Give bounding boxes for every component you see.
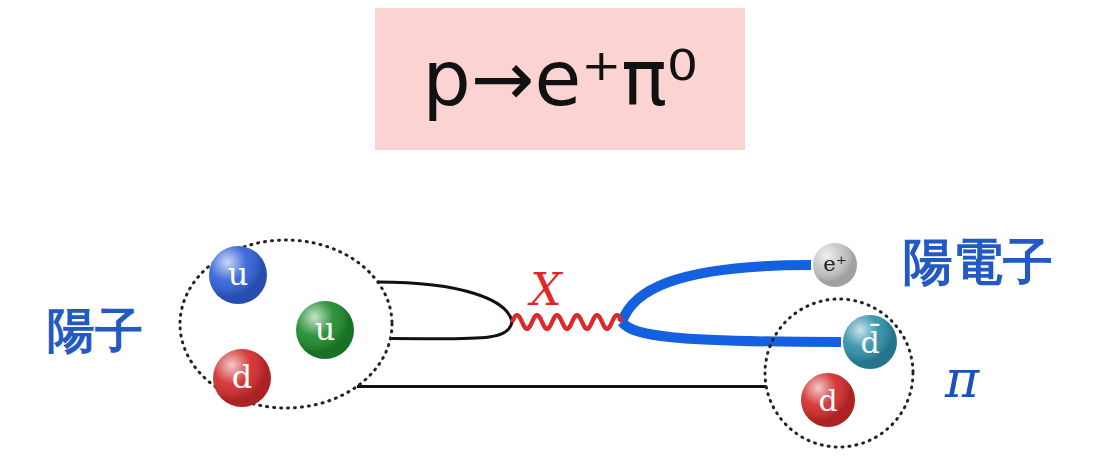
quark-letter: u	[315, 312, 336, 347]
ball-fill	[296, 301, 354, 359]
particle-line	[357, 386, 766, 387]
positron-label: 陽電子	[903, 235, 1053, 290]
ball-fill	[213, 349, 271, 407]
ball-highlight	[209, 246, 267, 304]
dotted-outline	[765, 299, 913, 447]
proton-label: 陽子	[47, 304, 143, 357]
quark-letter: d	[818, 384, 837, 417]
boson-wave	[512, 315, 622, 329]
up-quark: u	[295, 300, 355, 360]
decay-line	[622, 322, 841, 342]
proton-circle: 陽子uud	[178, 238, 394, 410]
dotted-outline	[180, 240, 392, 408]
positron-ball: e⁺陽電子	[812, 242, 858, 288]
quark-line	[378, 282, 512, 322]
particle-line	[378, 265, 811, 329]
quark-letter: d̄	[860, 326, 879, 359]
ball-highlight	[213, 349, 271, 407]
up-quark: u	[208, 245, 268, 305]
ball-highlight	[801, 373, 855, 427]
down-quark: d	[800, 372, 856, 428]
boson-label: X	[530, 266, 561, 314]
label-holder: X	[0, 0, 31, 48]
quark-letter: u	[228, 257, 249, 292]
ball-highlight	[843, 315, 897, 369]
quark-line	[357, 385, 766, 388]
positron-symbol: e⁺	[823, 253, 847, 276]
title-box: p→e⁺π⁰	[375, 8, 745, 150]
ball-fill	[843, 315, 897, 369]
dotted-outline	[763, 297, 915, 449]
antidown-quark: d̄	[842, 314, 898, 370]
ball-fill	[813, 243, 857, 287]
pion-circle: πd̄d	[763, 297, 915, 449]
ball-highlight	[813, 243, 857, 287]
ball-highlight	[296, 301, 354, 359]
pion-label: π	[945, 351, 979, 408]
decay-line	[622, 265, 811, 322]
quark-line	[390, 322, 512, 339]
ball-fill	[209, 246, 267, 304]
down-quark: d	[212, 348, 272, 408]
title-text: p→e⁺π⁰	[422, 37, 697, 121]
quark-letter: d	[232, 360, 252, 395]
ball-fill	[801, 373, 855, 427]
boson-wave	[512, 315, 622, 329]
dotted-outline	[178, 238, 394, 410]
